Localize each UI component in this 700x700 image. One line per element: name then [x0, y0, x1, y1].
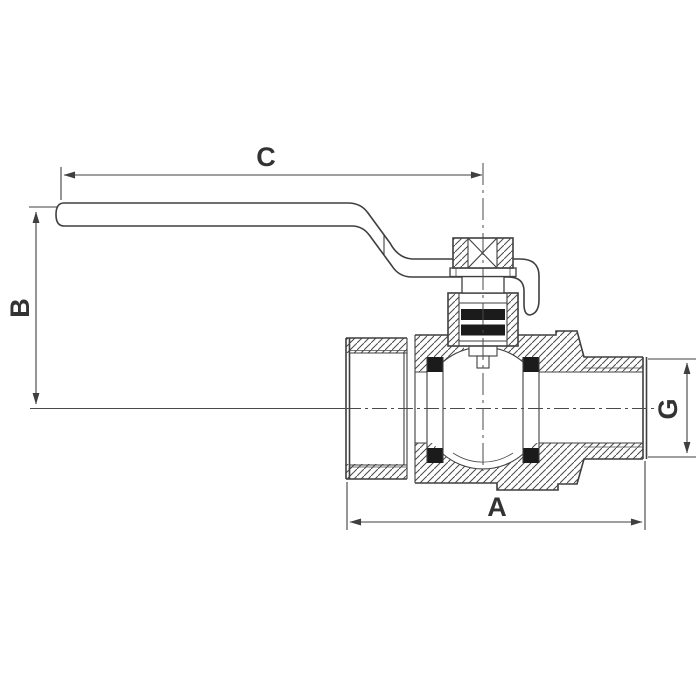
through-bore-lines [415, 371, 643, 444]
dimension-c: C [60, 142, 483, 200]
valve-handle [55, 202, 540, 316]
stem-nut-left-section [453, 238, 468, 268]
dimension-b: B [5, 206, 57, 405]
body-bottom-profile [346, 458, 643, 491]
gland-wall-left [448, 293, 459, 346]
stem-washer-lines [455, 268, 511, 277]
handle-bar [55, 202, 540, 316]
seat-seal-bottom-left [427, 448, 443, 463]
seat-seal-bottom-right [523, 448, 539, 463]
female-thread-bottom [346, 464, 407, 479]
gland-wall-right [507, 293, 518, 346]
gland-interior-lines [458, 293, 508, 346]
seat-holder-lines [426, 357, 540, 463]
female-thread-root-lines [349, 350, 407, 468]
female-thread-top [346, 338, 407, 353]
stem-nut-facets [467, 238, 498, 268]
dim-label-g: G [653, 398, 683, 419]
socket-bore-lines [349, 352, 407, 466]
dimension-g: G [648, 358, 696, 458]
dimension-a: A [346, 461, 646, 530]
seat-seal-top-left [427, 357, 443, 372]
stem-nut-right-section [497, 238, 513, 268]
ball-bottom-arc [442, 453, 524, 470]
male-thread-root-lines [584, 367, 643, 448]
body-top-profile [346, 330, 643, 358]
seat-seal-top-right [523, 357, 539, 372]
dim-label-a: A [487, 492, 507, 522]
seat-seals [427, 357, 539, 463]
dim-label-c: C [256, 142, 276, 172]
centerlines [30, 163, 658, 471]
dim-label-b: B [5, 298, 35, 318]
